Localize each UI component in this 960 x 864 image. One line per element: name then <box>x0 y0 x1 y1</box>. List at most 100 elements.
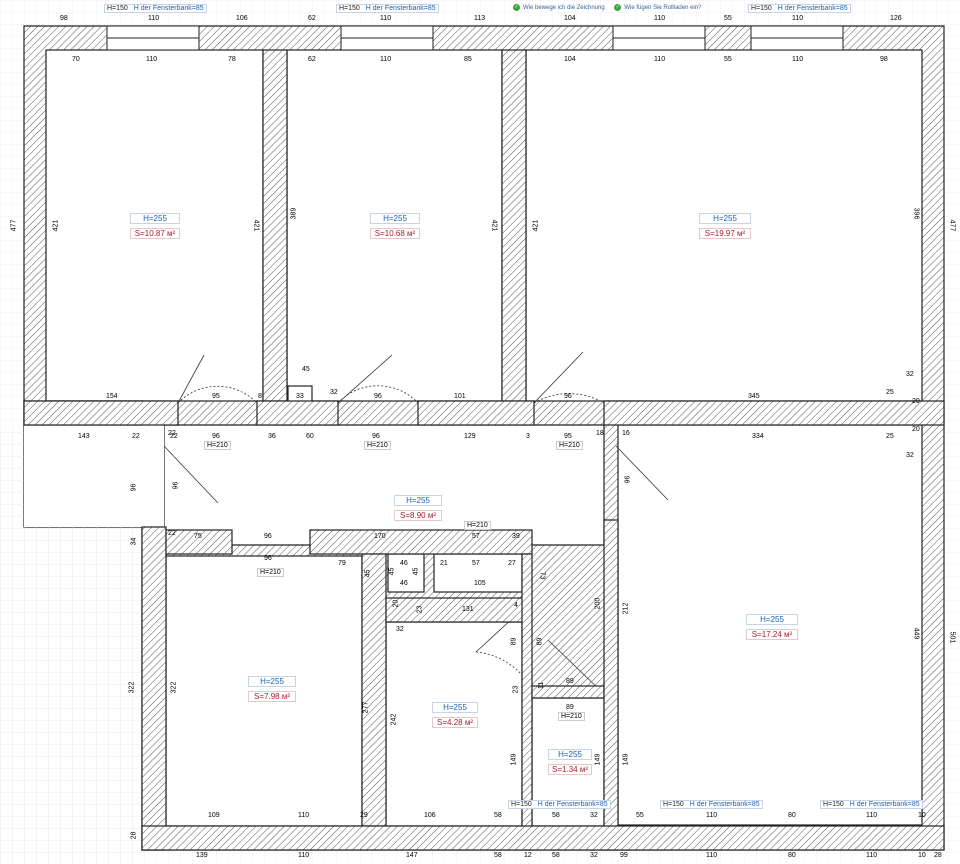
window-height: H=150 <box>339 5 360 12</box>
door-label: H=210 <box>464 521 491 530</box>
dim: 96 <box>622 475 630 484</box>
wc-label: H=255 S=1.34 м² <box>548 749 592 775</box>
dim: 345 <box>748 393 760 400</box>
room-1-floor <box>45 49 264 402</box>
dim: 75 <box>194 533 202 540</box>
room-5-floor <box>617 424 923 826</box>
dim: 62 <box>308 56 316 63</box>
room-area: S=10.68 м² <box>370 228 420 239</box>
dim: 212 <box>622 602 630 615</box>
dim: 11 <box>538 681 546 690</box>
sill-height: H der Fensterbank=85 <box>849 801 920 808</box>
dim: 8 <box>258 393 262 400</box>
dim: 27 <box>508 560 516 567</box>
dim: 154 <box>106 393 118 400</box>
room-height: H=255 <box>370 213 420 224</box>
window-label-2: H=150 H der Fensterbank=85 <box>336 4 439 13</box>
dim: 45 <box>388 567 396 576</box>
dim: 25 <box>886 433 894 440</box>
dim: 105 <box>474 580 486 587</box>
dim: 45 <box>364 569 372 578</box>
dim: 23 <box>416 605 424 614</box>
window-label-1: H=150 H der Fensterbank=85 <box>104 4 207 13</box>
dim: 99 <box>620 852 628 859</box>
room-height: H=255 <box>746 614 798 625</box>
dim: 62 <box>308 15 316 22</box>
dim: 139 <box>196 852 208 859</box>
dim: 89 <box>566 704 574 711</box>
dim: 126 <box>890 15 902 22</box>
dim: 28 <box>934 852 942 859</box>
dim: 32 <box>906 371 914 378</box>
dim: 80 <box>788 812 796 819</box>
dim: 110 <box>298 852 310 859</box>
dim: 60 <box>306 433 314 440</box>
dim: 21 <box>440 560 448 567</box>
dim: 110 <box>792 56 804 63</box>
dim: 45 <box>412 567 420 576</box>
dim: 32 <box>590 812 598 819</box>
room-area: S=8.90 м² <box>394 510 442 521</box>
dim: 110 <box>792 15 804 22</box>
dim: 110 <box>654 15 666 22</box>
dim: 23 <box>512 685 520 694</box>
room-height: H=255 <box>248 676 296 687</box>
dim: 73 <box>538 571 546 580</box>
dim: 242 <box>390 713 398 726</box>
dim: 131 <box>462 606 474 613</box>
dim: 22 <box>168 530 176 537</box>
dim: 32 <box>396 626 404 633</box>
dim: 110 <box>654 56 666 63</box>
help-question-2[interactable]: Wie fügen Sie Rollladen ein? <box>624 5 702 12</box>
dim: 58 <box>494 852 502 859</box>
dim: 89 <box>510 637 518 646</box>
dim: 277 <box>362 701 370 714</box>
outside-left <box>0 428 24 864</box>
dim: 33 <box>296 393 304 400</box>
dim: 143 <box>78 433 90 440</box>
dim: 79 <box>338 560 346 567</box>
dim: 421 <box>252 219 260 232</box>
dim: 200 <box>594 597 602 610</box>
dim: 170 <box>374 533 386 540</box>
door-label: H=210 <box>204 441 231 450</box>
interior-walls <box>23 49 945 851</box>
dim: 57 <box>472 560 480 567</box>
dim: 98 <box>60 15 68 22</box>
check-icon: ✓ <box>614 4 622 11</box>
dim: 22 <box>168 430 176 437</box>
sill-height: H der Fensterbank=85 <box>777 5 848 12</box>
dim: 70 <box>72 56 80 63</box>
dim: 322 <box>128 681 136 694</box>
room-area: S=4.28 м² <box>432 717 478 728</box>
dim: 104 <box>564 56 576 63</box>
dim: 98 <box>880 56 888 63</box>
room-area: S=17.24 м² <box>746 629 798 640</box>
dim: 421 <box>490 219 498 232</box>
room-area: S=7.98 м² <box>248 691 296 702</box>
dim: 110 <box>706 852 718 859</box>
dim: 96 <box>372 433 380 440</box>
bath-label: H=255 S=4.28 м² <box>432 702 478 728</box>
help-tip[interactable]: ✓Wie bewege ich die Zeichnung ✓Wie fügen… <box>513 4 701 11</box>
outside-bottom-left <box>24 527 142 864</box>
room-height: H=255 <box>394 495 442 506</box>
dim: 20 <box>392 599 400 608</box>
dim: 55 <box>724 15 732 22</box>
window-height: H=150 <box>663 801 684 808</box>
dim: 45 <box>302 366 310 373</box>
dim: 149 <box>622 753 630 766</box>
room-height: H=255 <box>699 213 751 224</box>
dim: 46 <box>400 560 408 567</box>
dim: 477 <box>948 219 956 232</box>
dim: 129 <box>464 433 476 440</box>
room-1-label: H=255 S=10.87 м² <box>130 213 180 239</box>
dim: 10 <box>918 852 926 859</box>
dim: 113 <box>474 15 486 22</box>
sill-height: H der Fensterbank=85 <box>689 801 760 808</box>
help-question[interactable]: Wie bewege ich die Zeichnung <box>523 5 605 12</box>
shaft-2 <box>433 553 523 593</box>
dim: 25 <box>886 389 894 396</box>
dim: 110 <box>146 56 158 63</box>
